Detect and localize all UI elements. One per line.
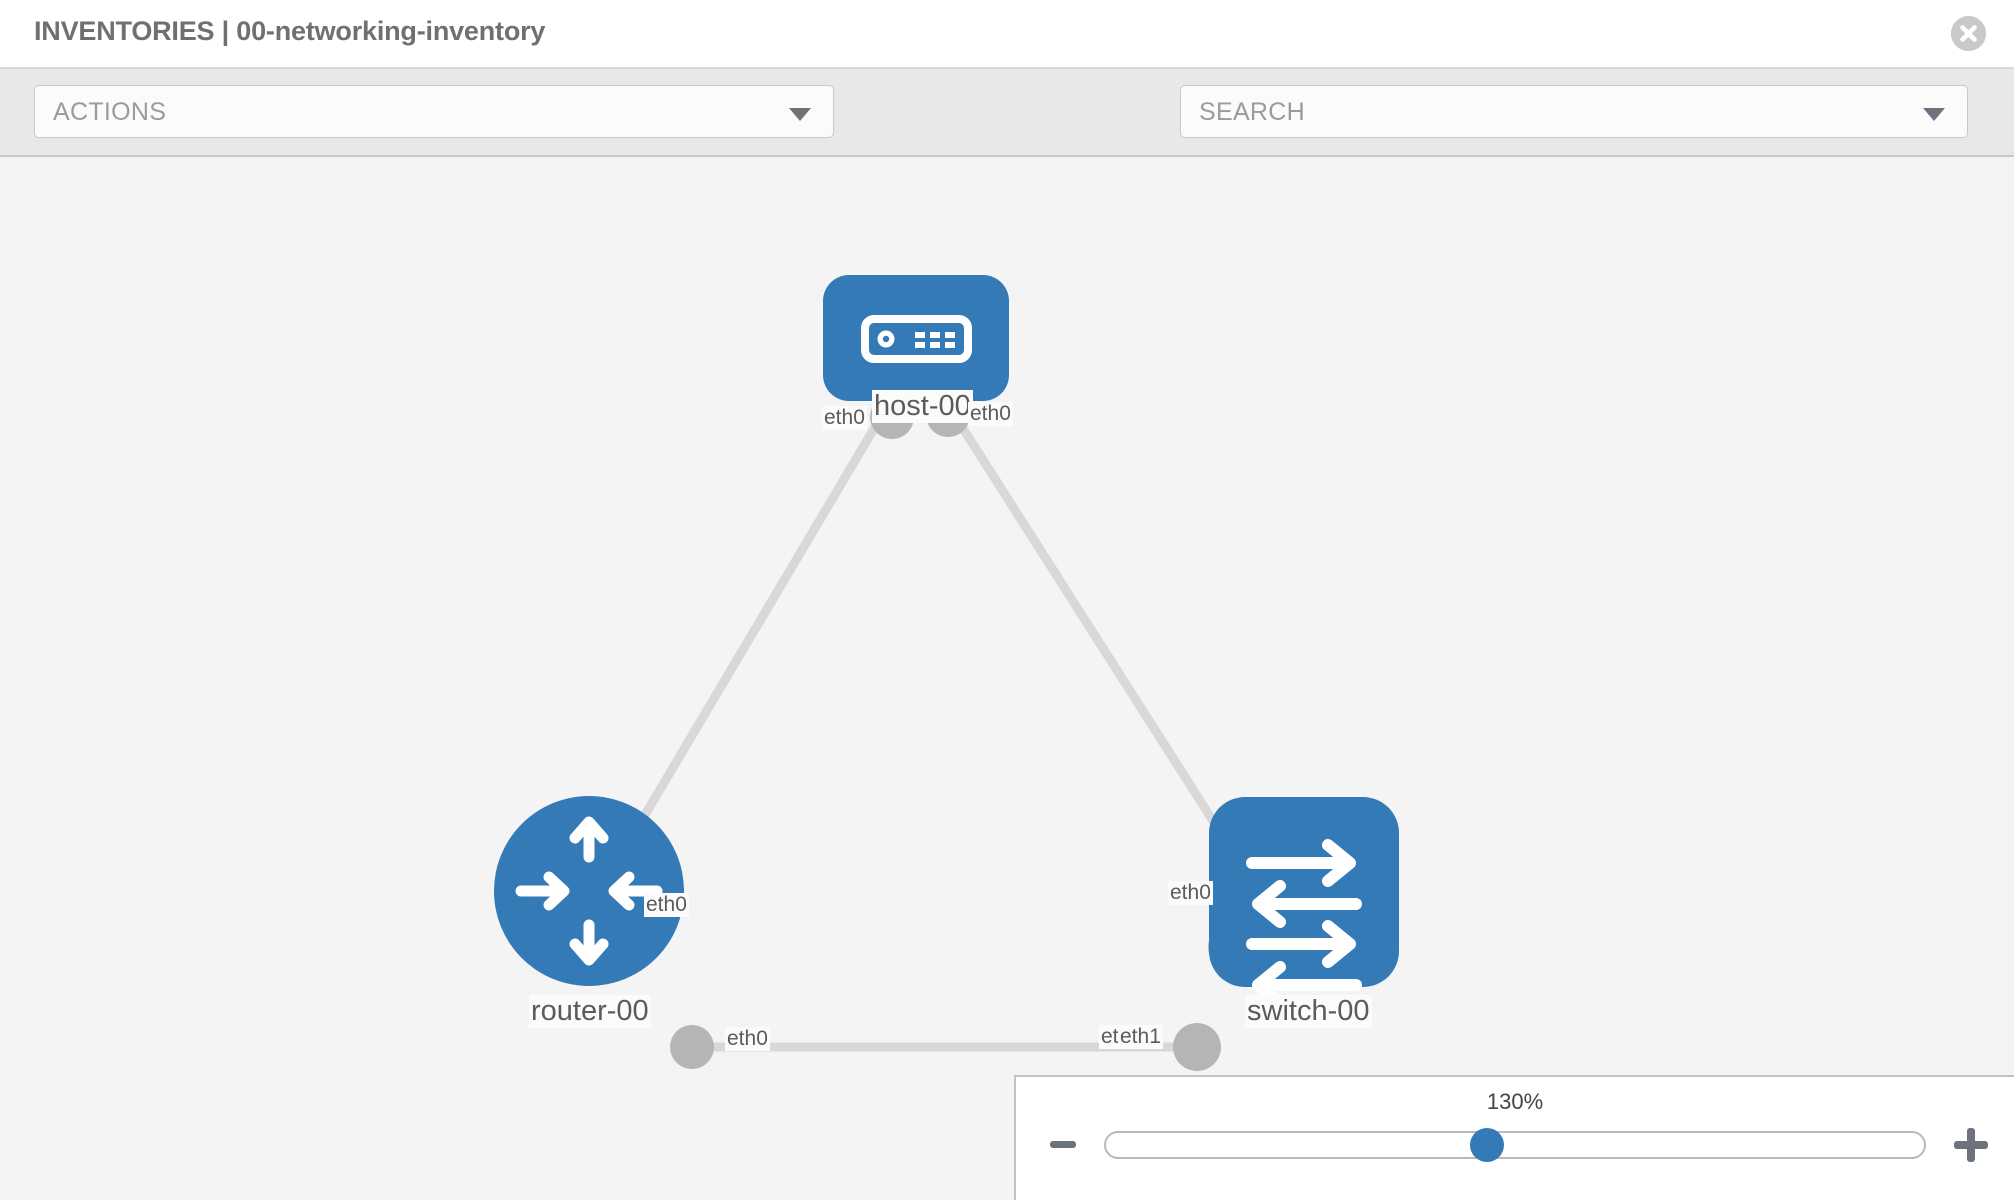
iface-label-router00-host00: eth0 (644, 893, 689, 917)
zoom-slider[interactable] (1104, 1128, 1926, 1162)
connector-knob (1173, 1023, 1221, 1071)
chevron-down-icon (789, 108, 811, 121)
plus-icon[interactable] (1954, 1128, 1988, 1162)
search-input[interactable]: SEARCH (1180, 85, 1968, 138)
iface-label-switch00-host00: eth0 (1168, 881, 1213, 905)
node-label-switch-00: switch-00 (1245, 995, 1372, 1028)
iface-label-switch00-router00: eth1 (1118, 1025, 1163, 1049)
node-router-00[interactable] (494, 796, 684, 986)
zoom-control-panel: 130% (1014, 1075, 2014, 1200)
toolbar: ACTIONS SEARCH (0, 69, 2014, 197)
node-label-host-00: host-00 (872, 390, 973, 423)
actions-dropdown-label: ACTIONS (53, 98, 167, 126)
iface-label-host00-switch00: eth0 (968, 402, 1013, 426)
node-label-router-00: router-00 (529, 995, 651, 1028)
zoom-percent-label: 130% (1486, 1089, 1544, 1114)
page-title: INVENTORIES | 00-networking-inventory (34, 16, 546, 46)
server-icon (861, 315, 972, 363)
edge-host00-switch00[interactable] (944, 402, 1240, 860)
topology-graph (494, 275, 1399, 1071)
page-header: INVENTORIES | 00-networking-inventory (0, 0, 2014, 69)
switch-00-shape[interactable] (1209, 797, 1399, 987)
chevron-down-icon (1923, 108, 1945, 121)
edge-host00-router00[interactable] (616, 402, 892, 860)
router-00-shape[interactable] (494, 796, 684, 986)
zoom-slider-thumb[interactable] (1470, 1128, 1504, 1162)
actions-dropdown[interactable]: ACTIONS (34, 85, 834, 138)
iface-label-host00-router00: eth0 (822, 406, 867, 430)
close-icon[interactable] (1951, 16, 1986, 51)
iface-label-router00-switch00: eth0 (725, 1027, 770, 1051)
connector-knob (670, 1025, 714, 1069)
zoom-slider-row (1016, 1125, 2014, 1169)
search-placeholder: SEARCH (1199, 98, 1305, 126)
topology-canvas[interactable]: host-00 router-00 switch-00 eth0 eth0 et… (0, 157, 2014, 1200)
node-switch-00[interactable] (1209, 797, 1399, 1009)
minus-icon[interactable] (1050, 1141, 1076, 1148)
router-arrows-icon (515, 816, 663, 966)
node-host-00[interactable] (823, 275, 1009, 401)
